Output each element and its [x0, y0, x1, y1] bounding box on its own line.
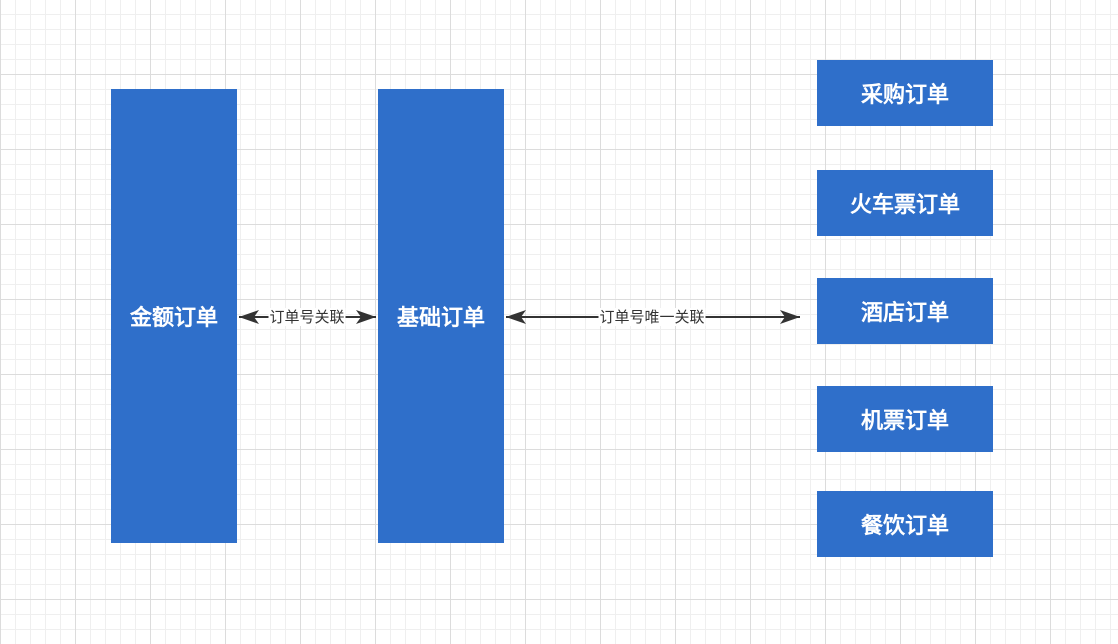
dining-order-node[interactable]: 餐饮订单: [817, 491, 993, 557]
train-ticket-order-label: 火车票订单: [849, 193, 960, 218]
amount-order-label: 金额订单: [129, 306, 218, 331]
dining-order-label: 餐饮订单: [860, 514, 949, 539]
amount-order-node[interactable]: 金额订单: [111, 89, 237, 543]
purchase-order-node[interactable]: 采购订单: [817, 60, 993, 126]
edge-label-order-number-unique[interactable]: 订单号唯一关联: [598, 308, 706, 326]
base-order-node[interactable]: 基础订单: [378, 89, 504, 543]
purchase-order-label: 采购订单: [860, 83, 949, 108]
hotel-order-node[interactable]: 酒店订单: [817, 278, 993, 344]
edge-label-order-number[interactable]: 订单号关联: [268, 308, 346, 326]
base-order-label: 基础订单: [396, 306, 485, 331]
flight-ticket-order-node[interactable]: 机票订单: [817, 386, 993, 452]
flight-ticket-order-label: 机票订单: [860, 409, 949, 434]
hotel-order-label: 酒店订单: [860, 301, 949, 326]
train-ticket-order-node[interactable]: 火车票订单: [817, 170, 993, 236]
